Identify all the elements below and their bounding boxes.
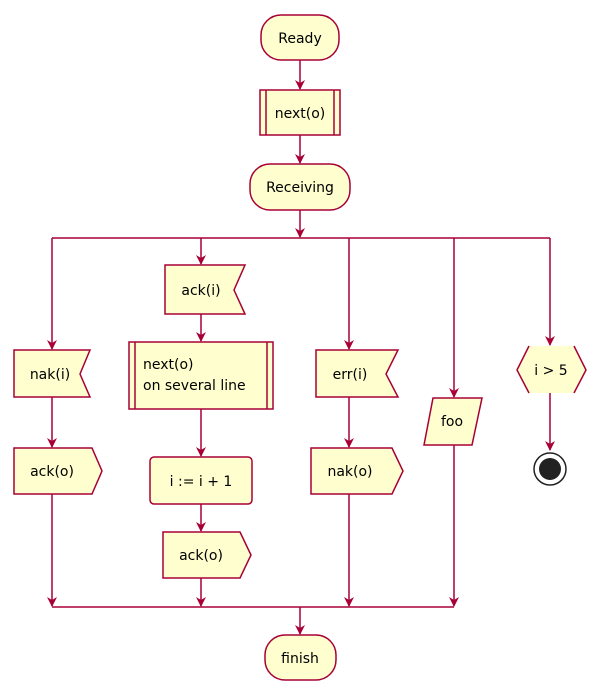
node-next-multi-line2: on several line — [143, 378, 246, 394]
node-err-i: err(i) — [315, 349, 400, 398]
node-err-i-label: err(i) — [333, 367, 368, 383]
node-ready: Ready — [260, 14, 340, 61]
node-foo: foo — [423, 397, 483, 446]
node-finish-label: finish — [281, 651, 319, 667]
node-foo-label: foo — [441, 414, 463, 430]
node-ready-label: Ready — [278, 31, 321, 47]
node-condition: i > 5 — [516, 345, 587, 394]
node-nak-o-label: nak(o) — [327, 464, 372, 480]
node-assign-label: i := i + 1 — [170, 474, 233, 490]
node-nak-i: nak(i) — [13, 349, 92, 398]
node-condition-label: i > 5 — [534, 363, 567, 379]
node-ack-o-mid: ack(o) — [162, 531, 252, 579]
node-ack-o-left: ack(o) — [13, 447, 103, 495]
node-next-multi-line1: next(o) — [143, 357, 194, 373]
node-ack-i-label: ack(i) — [181, 283, 220, 299]
end-node-inner — [539, 458, 561, 480]
end-node — [533, 452, 567, 486]
node-finish: finish — [264, 634, 337, 681]
node-nak-i-label: nak(i) — [30, 367, 70, 383]
node-next-top: next(o) — [259, 89, 341, 136]
node-assign: i := i + 1 — [149, 456, 253, 505]
node-receiving: Receiving — [249, 163, 351, 211]
node-ack-o-mid-label: ack(o) — [179, 548, 223, 564]
node-next-multi: next(o) on several line — [128, 341, 274, 410]
nodes: Ready next(o) Receiving nak(i) ack(o) ac… — [13, 14, 587, 681]
node-receiving-label: Receiving — [266, 180, 334, 196]
connectors — [47, 60, 555, 635]
node-ack-o-left-label: ack(o) — [30, 464, 74, 480]
node-next-top-label: next(o) — [275, 106, 326, 122]
node-ack-i: ack(i) — [164, 264, 247, 315]
node-nak-o: nak(o) — [310, 447, 404, 495]
